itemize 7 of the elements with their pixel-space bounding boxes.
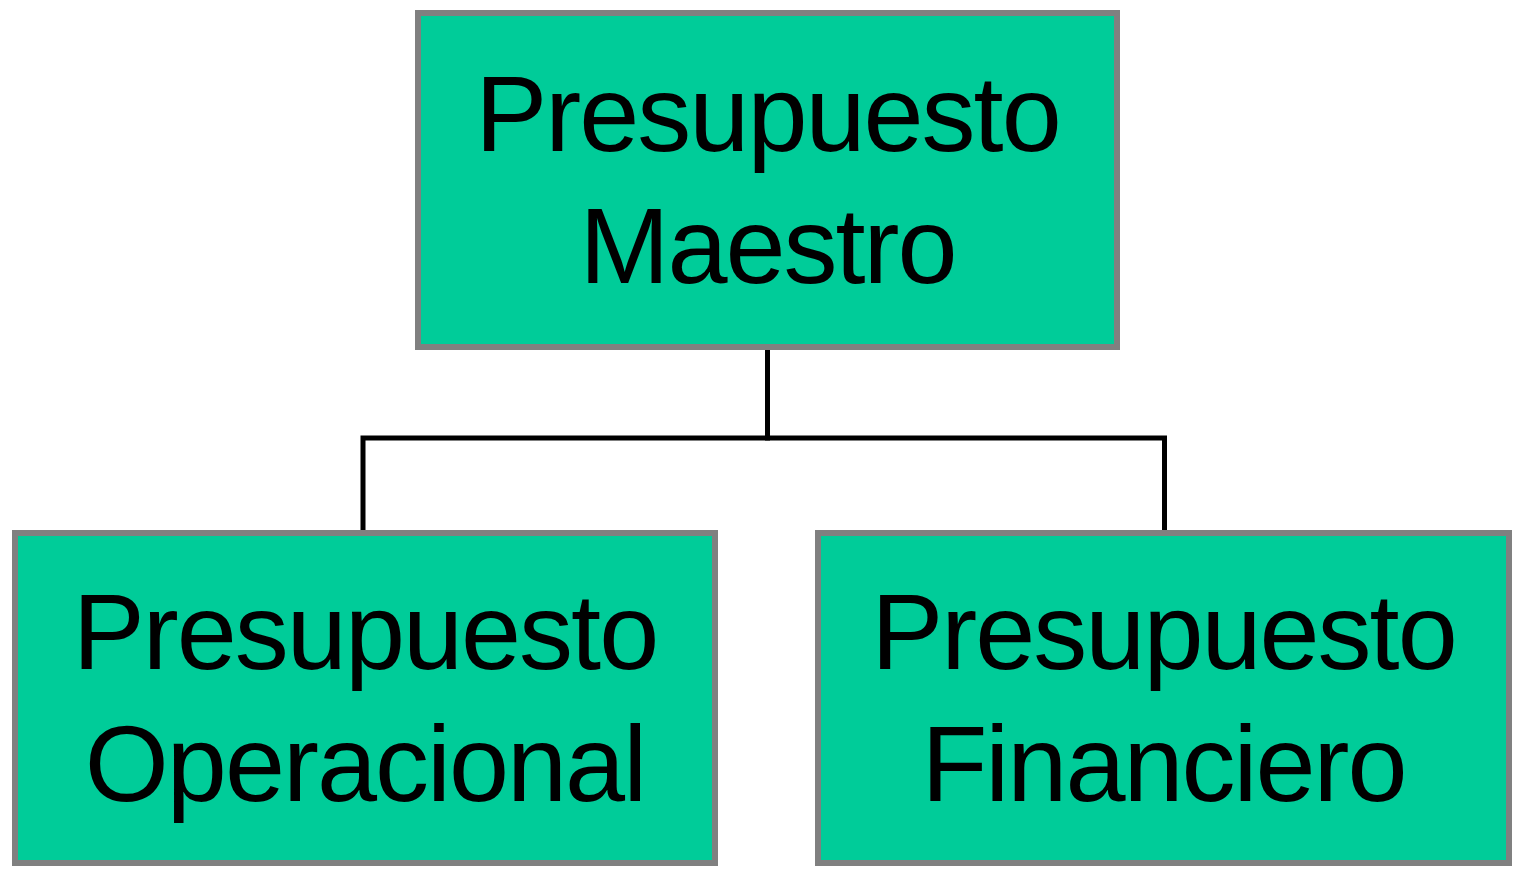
box-label: Presupuesto Operacional xyxy=(71,570,659,826)
budget-box xyxy=(415,10,1120,350)
budget-box xyxy=(12,530,718,866)
budget-box xyxy=(815,530,1512,866)
box-label: Presupuesto Financiero xyxy=(870,570,1457,826)
box-label: Presupuesto Maestro xyxy=(474,52,1061,308)
connector-line xyxy=(765,350,1167,530)
